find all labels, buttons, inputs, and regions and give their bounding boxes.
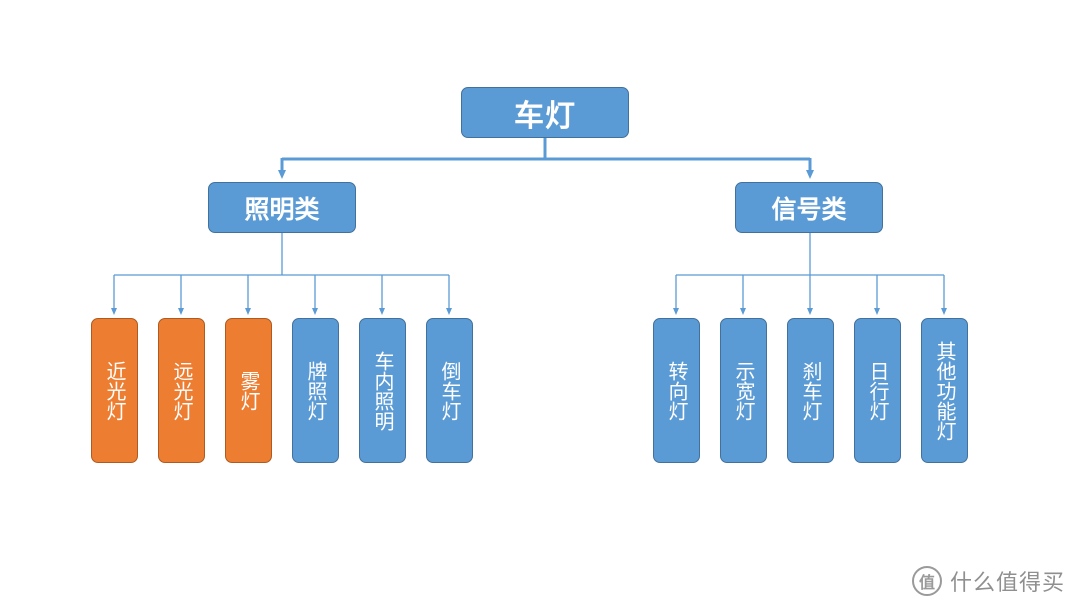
root-node: 车灯 (461, 87, 629, 138)
category-lighting: 照明类 (208, 182, 356, 233)
signal-connector (673, 233, 947, 315)
leaf-other-function-light: 其他功能灯 (921, 318, 968, 463)
lighting-connector (111, 233, 452, 315)
leaf-daytime-running-light: 日行灯 (854, 318, 901, 463)
watermark-logo-icon: 值 (912, 566, 942, 596)
leaf-label: 车内照明 (371, 350, 395, 431)
category-signal: 信号类 (735, 182, 883, 233)
leaf-interior-light: 车内照明 (359, 318, 406, 463)
leaf-high-beam: 远光灯 (158, 318, 205, 463)
leaf-brake-light: 刹车灯 (787, 318, 834, 463)
leaf-license-plate-light: 牌照灯 (292, 318, 339, 463)
watermark: 值 什么值得买 (912, 564, 1065, 598)
leaf-turn-signal: 转向灯 (653, 318, 700, 463)
leaf-label: 远光灯 (170, 360, 194, 421)
leaf-label: 日行灯 (866, 360, 890, 421)
leaf-label: 牌照灯 (304, 360, 328, 421)
root-connector (278, 138, 814, 179)
watermark-text: 什么值得买 (950, 571, 1066, 596)
leaf-position-light: 示宽灯 (720, 318, 767, 463)
leaf-label: 近光灯 (103, 360, 127, 421)
leaf-reverse-light: 倒车灯 (426, 318, 473, 463)
leaf-label: 转向灯 (665, 360, 689, 421)
leaf-label: 刹车灯 (799, 360, 823, 421)
leaf-fog-light: 雾灯 (225, 318, 272, 463)
leaf-label: 雾灯 (237, 370, 261, 411)
leaf-label: 其他功能灯 (933, 340, 957, 441)
leaf-low-beam: 近光灯 (91, 318, 138, 463)
leaf-label: 示宽灯 (732, 360, 756, 421)
leaf-label: 倒车灯 (438, 360, 462, 421)
